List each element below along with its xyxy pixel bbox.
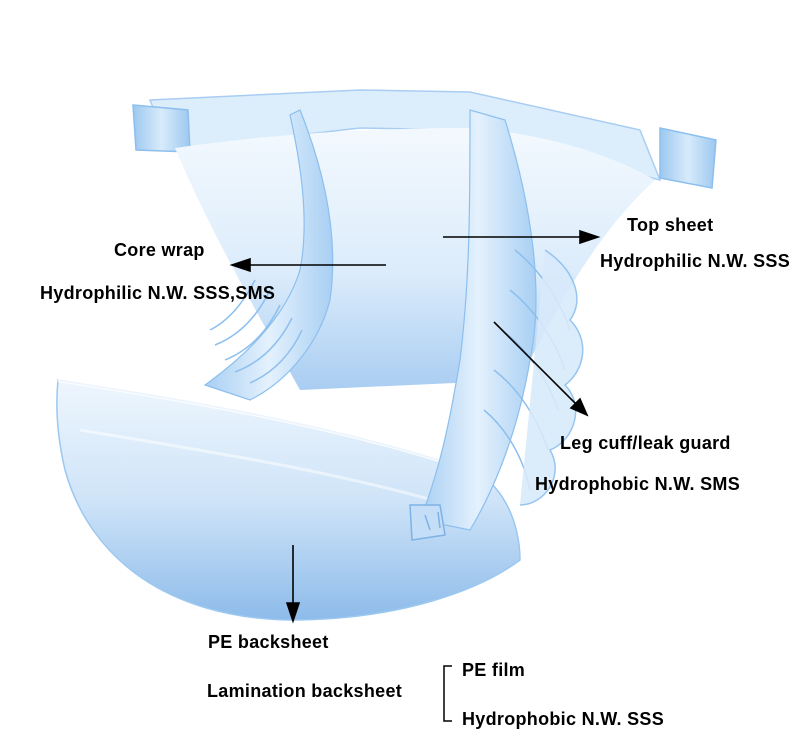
core-wrap-material-label: Hydrophilic N.W. SSS,SMS bbox=[40, 283, 275, 304]
left-tab bbox=[133, 105, 190, 152]
top-sheet-material-label: Hydrophilic N.W. SSS bbox=[600, 251, 790, 272]
pe-film-label: PE film bbox=[462, 660, 525, 681]
lamination-bracket bbox=[444, 666, 452, 721]
top-sheet-label: Top sheet bbox=[627, 215, 713, 236]
right-tab bbox=[660, 128, 716, 188]
core-wrap-label: Core wrap bbox=[114, 240, 205, 261]
lamination-backsheet-label: Lamination backsheet bbox=[207, 681, 402, 702]
pe-backsheet-label: PE backsheet bbox=[208, 632, 329, 653]
leg-cuff-material-label: Hydrophobic N.W. SMS bbox=[535, 474, 740, 495]
lamination-material-label: Hydrophobic N.W. SSS bbox=[462, 709, 664, 730]
leg-cuff-label: Leg cuff/leak guard bbox=[560, 433, 731, 454]
